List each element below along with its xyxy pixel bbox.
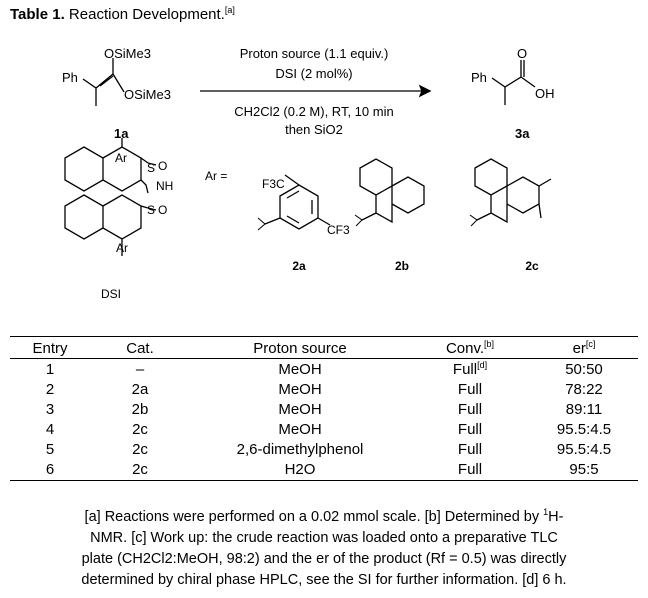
cell-cat: 2a	[131, 381, 149, 398]
cell-source: MeOH	[278, 401, 322, 418]
cat-2a-cf3: CF3	[327, 223, 350, 237]
table-row: 3 2b MeOH Full 89:11	[10, 400, 638, 420]
cell-source: MeOH	[278, 381, 322, 398]
cat-2b-label: 2b	[395, 259, 409, 273]
cell-er: 95.5:4.5	[556, 441, 612, 458]
cell-conv: Full[d]	[452, 360, 488, 378]
footnote-line: [a] Reactions were performed on a 0.02 m…	[84, 507, 564, 525]
cell-entry: 1	[45, 360, 55, 378]
table-row: 5 2c 2,6-dimethylphenol Full 95.5:4.5	[10, 440, 638, 460]
table-row: 6 2c H2O Full 95:5	[10, 460, 638, 481]
cell-cat: 2c	[132, 421, 148, 438]
footnote-line: plate (CH2Cl2:MeOH, 98:2) and the er of …	[81, 550, 567, 567]
dsi-s-top: S	[147, 161, 155, 175]
cell-er: 78:22	[565, 381, 603, 398]
cell-cat: 2b	[131, 401, 149, 418]
footnote-line: NMR. [c] Work up: the crude reaction was…	[90, 529, 558, 546]
cell-cat: 2c	[132, 441, 148, 458]
dsi-s-bottom: S	[147, 203, 155, 217]
cell-er: 89:11	[565, 401, 603, 418]
header-conv: Conv.[b]	[410, 336, 530, 359]
cond-dsi: DSI (2 mol%)	[275, 66, 352, 81]
reaction-scheme: Ph OSiMe3 OSiMe3 1a Proton source (1.1 e…	[62, 46, 555, 301]
dsi-ar-bottom: Ar	[116, 241, 128, 255]
cond-proton: Proton source (1.1 equiv.)	[240, 46, 389, 61]
cell-conv: Full	[457, 401, 483, 418]
cell-source: MeOH	[278, 360, 322, 378]
cell-entry: 6	[10, 460, 90, 481]
header-source: Proton source	[190, 336, 410, 359]
cell-source: MeOH	[278, 421, 322, 438]
table-header-row: Entry Cat. Proton source Conv.[b] er[c]	[10, 336, 638, 359]
cell-entry: 4	[45, 421, 55, 438]
table-footnotes: [a] Reactions were performed on a 0.02 m…	[12, 502, 636, 591]
cell-source: H2O	[190, 460, 410, 481]
cell-entry: 3	[45, 401, 55, 418]
sm-ph: Ph	[62, 70, 78, 85]
table-label: Table 1.	[10, 6, 65, 23]
prod-ph: Ph	[471, 70, 487, 85]
cell-entry: 5	[45, 441, 55, 458]
prod-oh: OH	[535, 86, 555, 101]
header-er: er[c]	[530, 336, 638, 359]
dsi-label: DSI	[101, 287, 121, 301]
cell-conv: Full	[457, 441, 483, 458]
table-row: 2 2a MeOH Full 78:22	[10, 380, 638, 400]
cat-2a-f3c: F3C	[262, 177, 285, 191]
table-title: Table 1. Reaction Development.[a]	[10, 5, 235, 23]
cell-er: 95.5:4.5	[556, 421, 612, 438]
cat-2a-label: 2a	[292, 259, 306, 273]
prod-o: O	[517, 46, 527, 61]
cat-2c-label: 2c	[525, 259, 539, 273]
table-row: 1 – MeOH Full[d] 50:50	[10, 359, 638, 381]
sm-osime3-right: OSiMe3	[124, 87, 171, 102]
cell-entry: 2	[45, 381, 55, 398]
cell-conv: Full	[457, 421, 483, 438]
header-cat: Cat.	[90, 336, 190, 359]
dsi-o-bottom: O	[158, 203, 167, 217]
dsi-o-top: O	[158, 159, 167, 173]
cell-conv: Full	[457, 381, 483, 398]
product-label: 3a	[515, 126, 530, 141]
footnote-line: determined by chiral phase HPLC, see the…	[81, 571, 567, 588]
ar-prefix: Ar =	[205, 169, 227, 183]
cell-er: 95:5	[530, 460, 638, 481]
table-row: 4 2c MeOH Full 95.5:4.5	[10, 420, 638, 440]
cell-cat: –	[135, 360, 145, 378]
cell-cat: 2c	[90, 460, 190, 481]
cell-conv: Full	[410, 460, 530, 481]
cell-er: 50:50	[565, 360, 603, 378]
table-caption: Reaction Development.	[68, 6, 225, 23]
sm-label: 1a	[114, 126, 129, 141]
cell-source: 2,6-dimethylphenol	[236, 441, 364, 458]
sm-osime3-top: OSiMe3	[104, 46, 151, 61]
caption-footnote: [a]	[224, 5, 235, 15]
cond-workup: then SiO2	[285, 122, 343, 137]
dsi-ar-top: Ar	[115, 151, 127, 165]
header-entry: Entry	[10, 336, 90, 359]
results-table: Entry Cat. Proton source Conv.[b] er[c] …	[10, 336, 638, 481]
dsi-nh: NH	[156, 179, 173, 193]
cond-solvent: CH2Cl2 (0.2 M), RT, 10 min	[234, 104, 393, 119]
